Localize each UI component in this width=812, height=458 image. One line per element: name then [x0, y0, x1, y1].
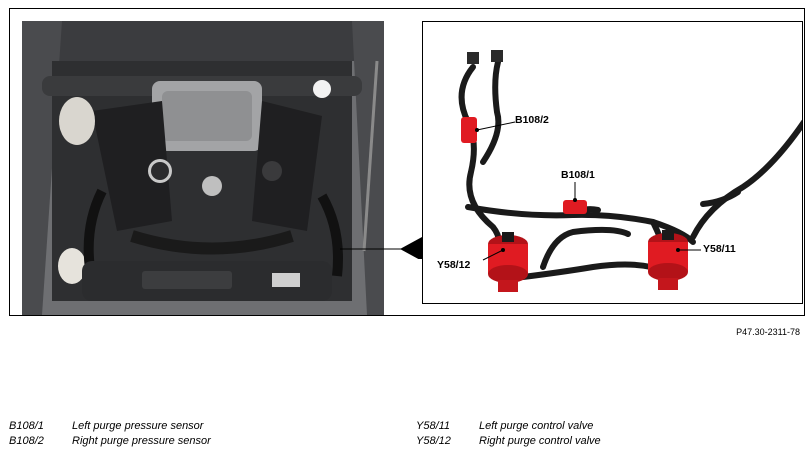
legend-item: B108/1 Left purge pressure sensor — [9, 419, 211, 434]
callout-b108-2: B108/2 — [515, 114, 549, 126]
legend-code: Y58/11 — [416, 420, 451, 432]
figure-reference: P47.30-2311-78 — [736, 327, 800, 337]
legend-description: Right purge pressure sensor — [72, 435, 211, 447]
pointer-arrow — [340, 237, 422, 259]
legend-description: Left purge control valve — [479, 420, 594, 432]
legend-description: Left purge pressure sensor — [72, 420, 204, 432]
sensor-b108-2 — [461, 117, 477, 143]
legend-left: B108/1 Left purge pressure sensor B108/2 R… — [9, 419, 211, 449]
legend-item: B108/2 Right purge pressure sensor — [9, 434, 211, 449]
engine-bay-photo — [22, 21, 384, 315]
legend-item: Y58/12 Right purge control valve — [416, 434, 601, 449]
callout-y58-11: Y58/11 — [703, 243, 736, 255]
valve-y58-12 — [488, 232, 528, 292]
callout-b108-1: B108/1 — [561, 169, 595, 181]
legend-right: Y58/11 Left purge control valve Y58/12 Rig… — [416, 419, 601, 449]
legend-code: B108/1 — [9, 420, 44, 432]
valve-y58-11 — [648, 230, 688, 290]
purge-system-detail: B108/2 B108/1 Y58/11 Y58/12 — [422, 21, 803, 304]
callout-y58-12: Y58/12 — [437, 259, 471, 271]
legend-code: B108/2 — [9, 435, 44, 447]
figure-frame: B108/2 B108/1 Y58/11 Y58/12 — [9, 8, 805, 316]
legend-description: Right purge control valve — [479, 435, 601, 447]
sensor-b108-1 — [563, 200, 587, 214]
legend-code: Y58/12 — [416, 435, 451, 447]
legend-item: Y58/11 Left purge control valve — [416, 419, 601, 434]
